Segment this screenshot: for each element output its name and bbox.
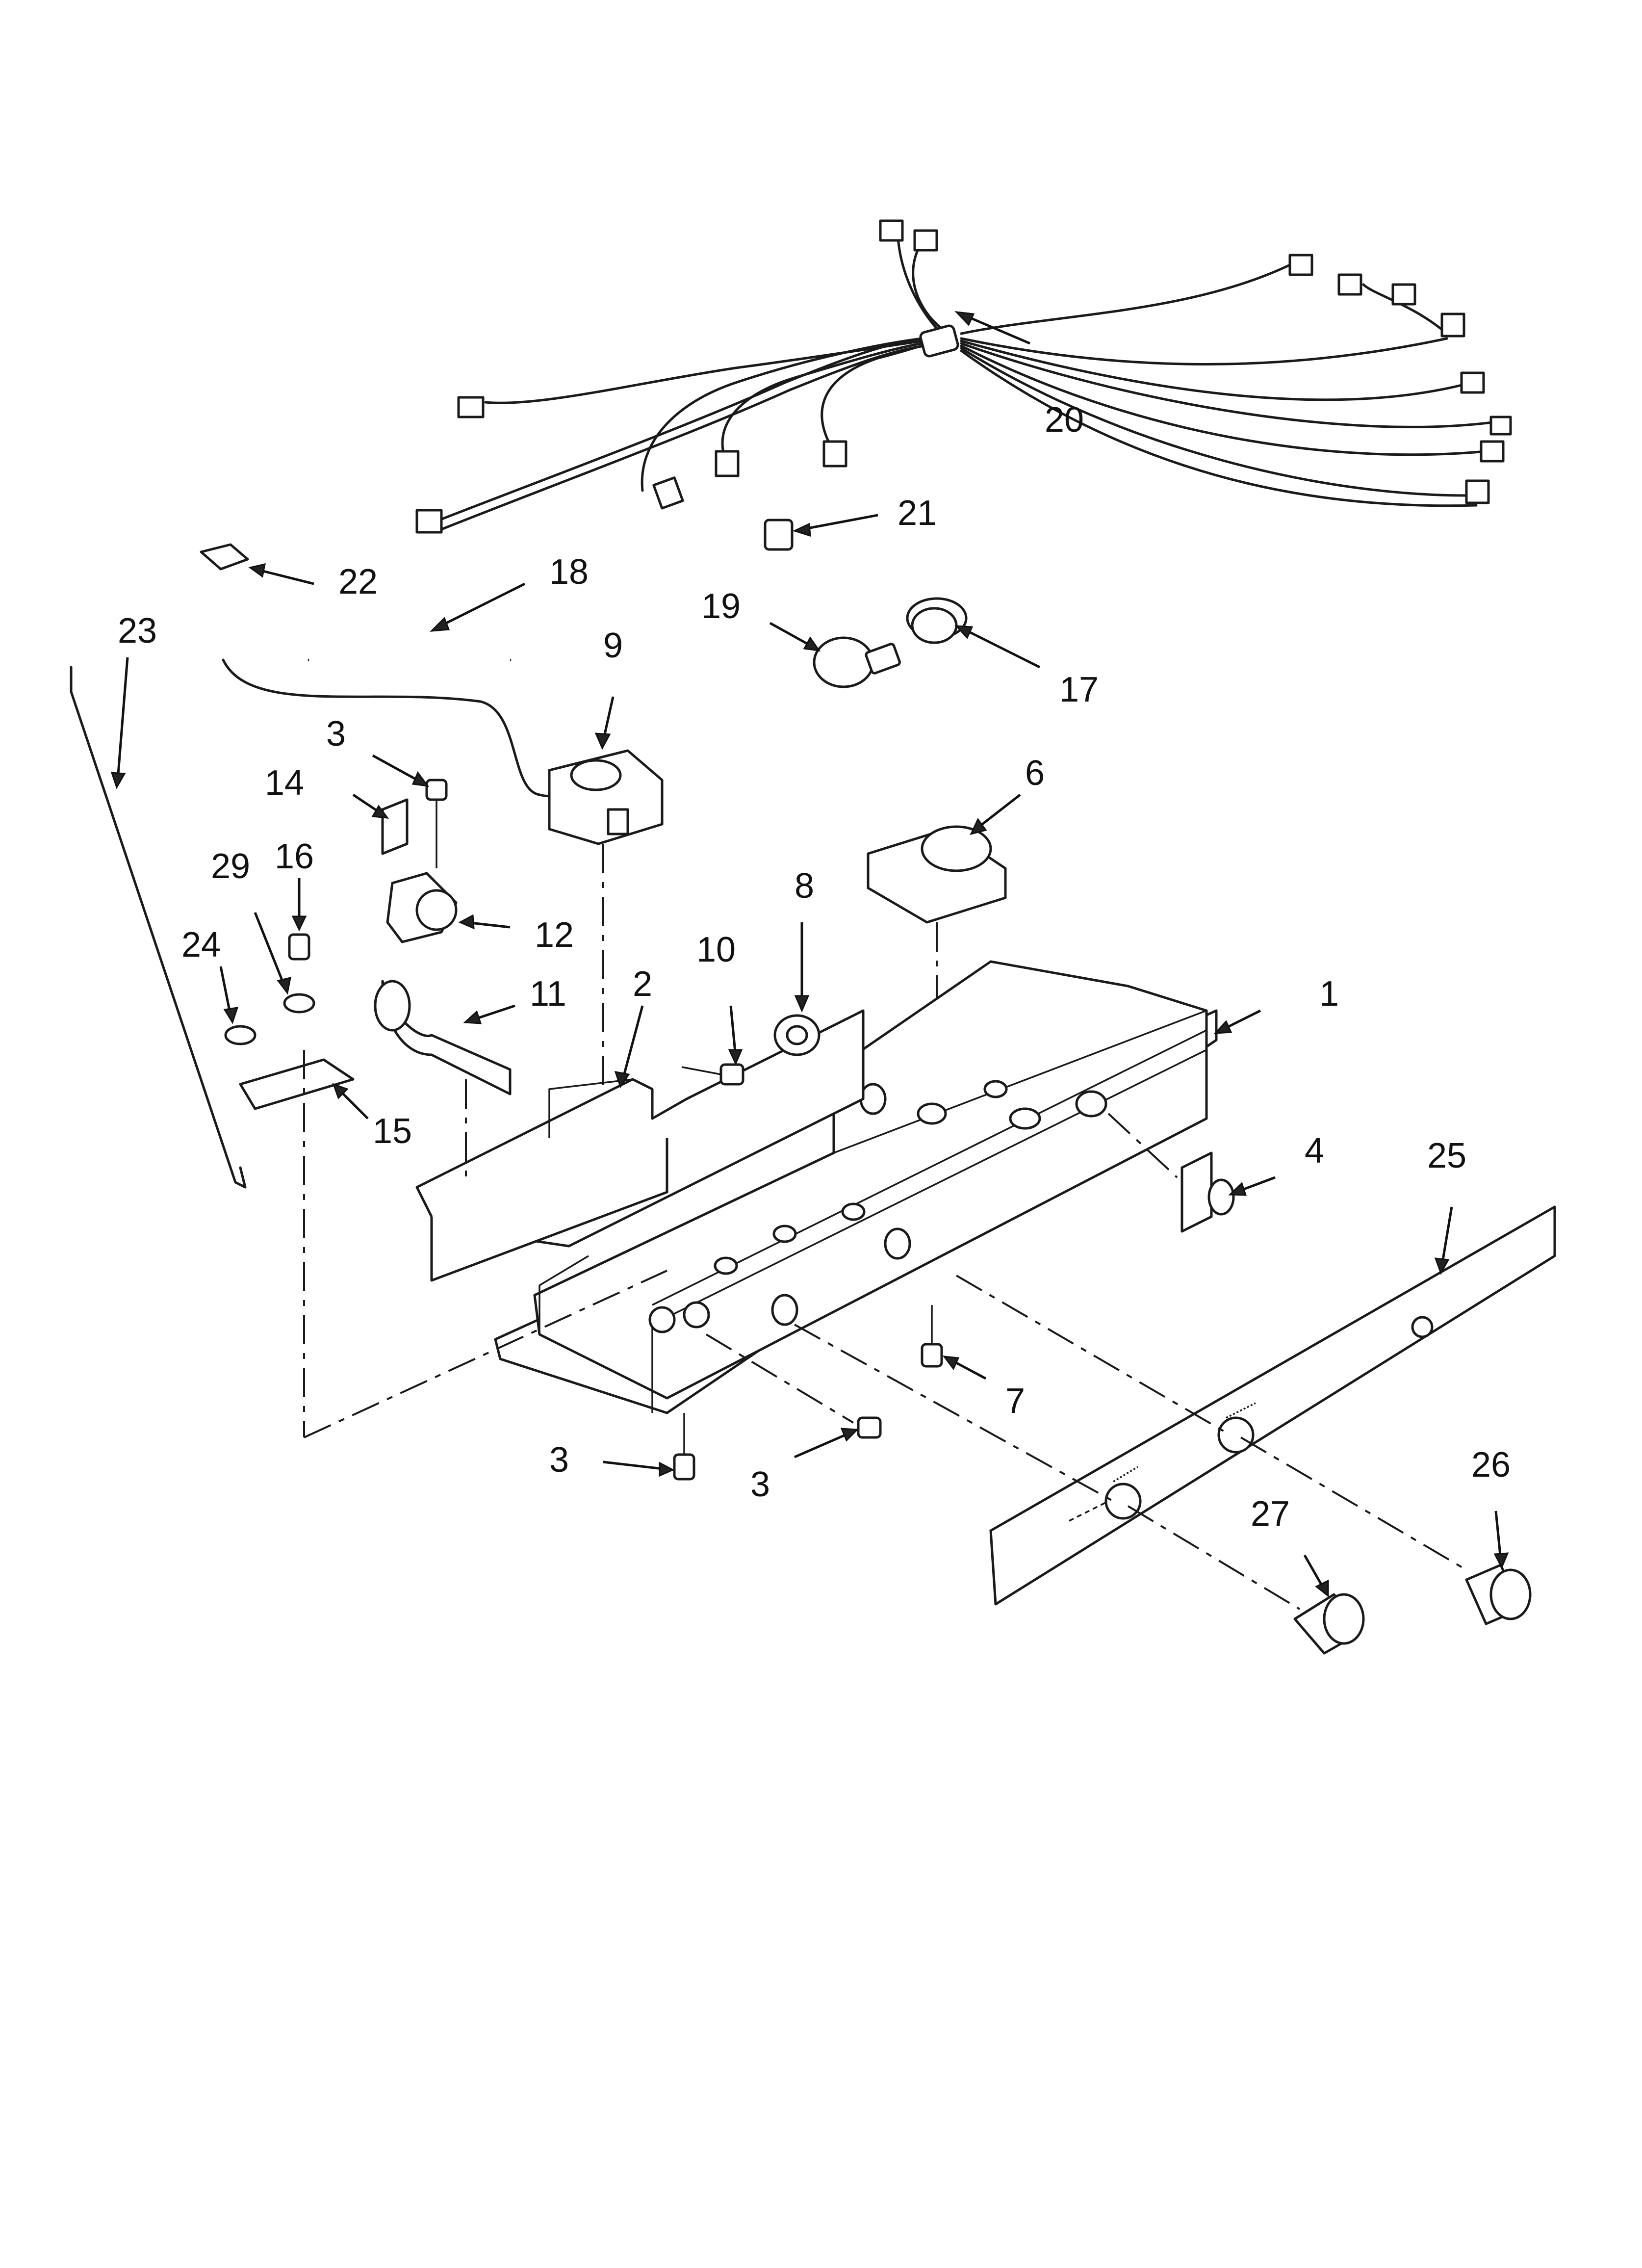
callout-26: 26	[1471, 1445, 1511, 1485]
callout-29: 29	[211, 847, 250, 886]
callout-19: 19	[701, 587, 741, 626]
screw-7	[921, 1305, 987, 1380]
callout-12: 12	[535, 915, 574, 955]
damper-rod	[70, 657, 247, 1189]
callout-15: 15	[373, 1112, 412, 1151]
callout-10: 10	[696, 930, 736, 969]
callout-23: 23	[118, 611, 157, 651]
callout-6: 6	[1025, 754, 1045, 793]
control-panel-trim	[794, 1205, 1556, 1606]
callout-9: 9	[603, 626, 623, 665]
sensor-tube	[222, 582, 580, 798]
callout-11: 11	[530, 974, 566, 1014]
callout-20: 20	[1045, 400, 1084, 440]
callout-1: 1	[1319, 974, 1339, 1014]
bottom-screws	[603, 1333, 882, 1481]
callout-27: 27	[1251, 1494, 1290, 1534]
callout-3: 3	[549, 1440, 569, 1480]
damper-linkage	[219, 878, 667, 1438]
wire-harness	[415, 219, 1512, 534]
light-bulb	[769, 622, 901, 688]
damper-assembly	[352, 754, 515, 1177]
mounting-bracket	[415, 1005, 865, 1282]
callout-14: 14	[265, 763, 304, 803]
knob-27	[1127, 1505, 1365, 1655]
control-housing	[494, 960, 1261, 1414]
callout-2: 2	[633, 965, 652, 1004]
knob-26	[1240, 1436, 1532, 1625]
callout-8: 8	[795, 866, 814, 906]
cold-control-thermostat	[548, 696, 664, 1158]
callout-24: 24	[181, 925, 221, 965]
callout-25: 25	[1427, 1136, 1466, 1175]
light-switch	[1107, 1113, 1276, 1233]
light-socket-clip	[764, 514, 878, 551]
callout-22: 22	[338, 562, 378, 601]
callout-3: 3	[326, 714, 346, 754]
callout-labels: 1 2 3 3 3 3 4 6 7 8 9 10 11 12 14 15 16 …	[118, 400, 1511, 1534]
callout-3: 3	[750, 1465, 770, 1504]
screw-10	[681, 1005, 744, 1086]
callout-4: 4	[1305, 1131, 1324, 1171]
light-socket	[906, 597, 1041, 669]
callout-16: 16	[275, 837, 314, 876]
grommet-8	[773, 922, 821, 1056]
callout-7: 7	[1005, 1382, 1025, 1421]
callout-18: 18	[549, 552, 589, 592]
harness-clip	[200, 543, 314, 585]
callout-21: 21	[898, 494, 937, 533]
callout-17: 17	[1059, 670, 1099, 709]
